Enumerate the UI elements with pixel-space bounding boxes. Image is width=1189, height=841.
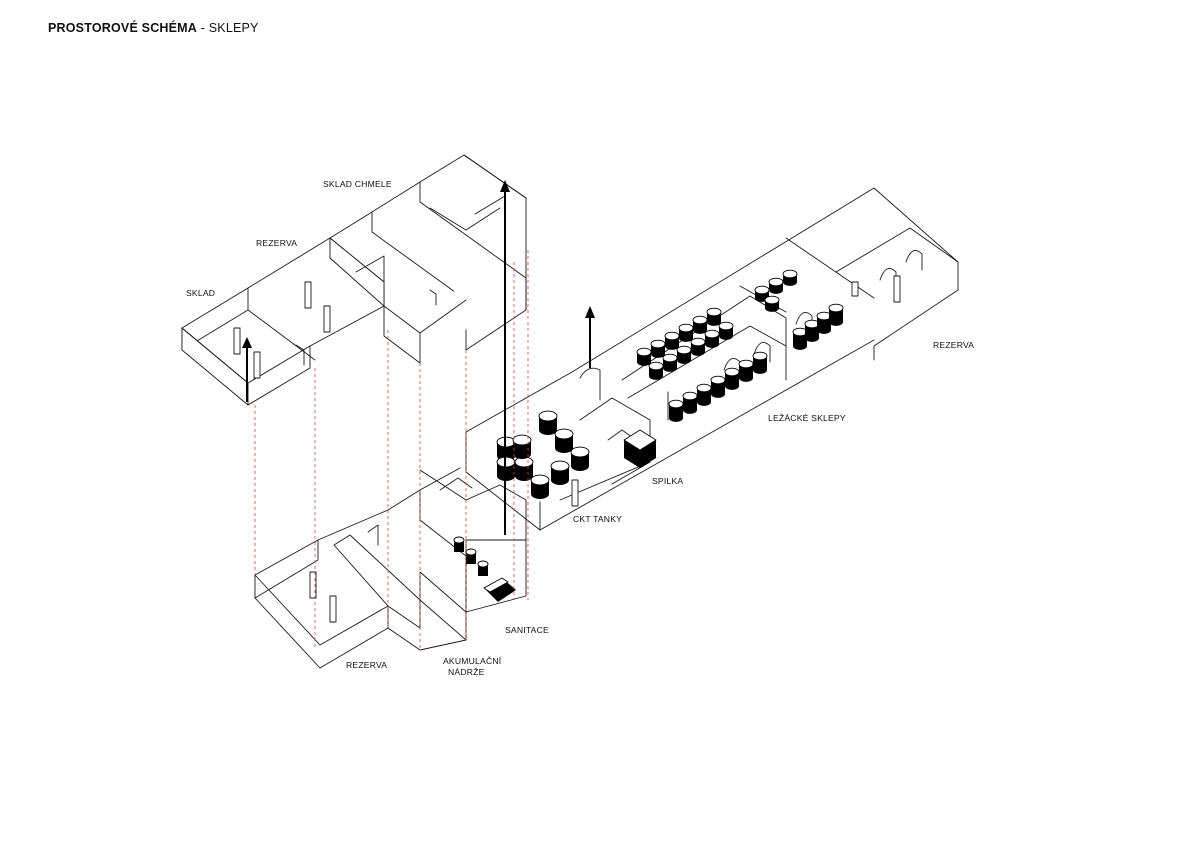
label-akumulacni-2: NÁDRŽE (448, 667, 485, 677)
lager-tank (664, 331, 680, 350)
lager-tank (676, 345, 692, 364)
lager-tank (706, 307, 722, 326)
ckt-tank (570, 446, 590, 471)
vertical-arrows (242, 180, 595, 535)
lager-tank (804, 319, 820, 342)
lager-tank (678, 323, 694, 342)
ckt-tank (512, 434, 532, 459)
lager-tank (662, 353, 678, 372)
ckt-tank (530, 474, 550, 499)
lager-tank (764, 295, 780, 312)
lager-tank (682, 391, 698, 414)
lager-tank (738, 359, 754, 382)
lager-tank (710, 375, 726, 398)
ckt-tank (550, 460, 570, 485)
lager-tank (636, 347, 652, 366)
label-akumulacni-1: AKUMULAČNÍ (443, 656, 502, 666)
lager-tank (668, 399, 684, 422)
lager-tank (648, 361, 664, 380)
long-wing (465, 187, 959, 531)
lager-tank (828, 303, 844, 326)
lager-tank (692, 315, 708, 334)
lager-tank (768, 277, 784, 294)
lager-tank (690, 337, 706, 356)
lager-tank (718, 321, 734, 340)
page-title: PROSTOROVÉ SCHÉMA - SKLEPY (48, 21, 259, 35)
projection-lines (254, 250, 529, 650)
label-rezerva-right: REZERVA (933, 340, 974, 350)
fermentation-vessel-top (623, 429, 657, 451)
lager-tank (782, 269, 798, 286)
upper-block (181, 154, 527, 406)
ckt-tank (538, 410, 558, 435)
label-ckt-tanky: CKT TANKY (573, 514, 622, 524)
label-rezerva-bottom: REZERVA (346, 660, 387, 670)
lager-tank (704, 329, 720, 348)
lager-tank (696, 383, 712, 406)
title-bold: PROSTOROVÉ SCHÉMA (48, 21, 198, 35)
ckt-tank (554, 428, 574, 453)
lager-tank (724, 367, 740, 390)
label-sanitace: SANITACE (505, 625, 549, 635)
lager-tank (792, 327, 808, 350)
lager-tank (816, 311, 832, 334)
label-lezacke-sklepy: LEŽÁCKÉ SKLEPY (768, 413, 846, 423)
lager-tank (752, 351, 768, 374)
title-rest: - SKLEPY (197, 21, 259, 35)
small-tanks (453, 536, 516, 602)
label-sklad-chmele: SKLAD CHMELE (323, 179, 392, 189)
ckt-tank (514, 456, 534, 481)
label-spilka: SPILKA (652, 476, 683, 486)
beer-tanks (496, 269, 844, 499)
lower-block (254, 467, 527, 669)
lager-tank (650, 339, 666, 358)
label-rezerva-top: REZERVA (256, 238, 297, 248)
label-sklad: SKLAD (186, 288, 215, 298)
